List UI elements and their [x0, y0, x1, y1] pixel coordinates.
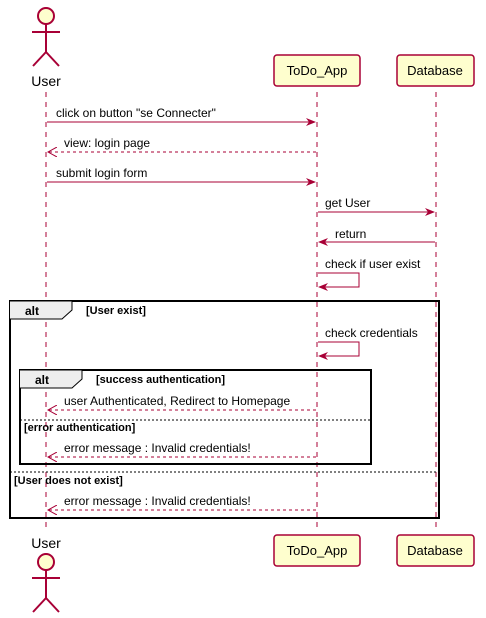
stick-figure-actor-icon	[32, 553, 60, 613]
fragment-inner-else-guard: [error authentication]	[24, 422, 136, 434]
message-label-authenticated: user Authenticated, Redirect to Homepage	[64, 394, 290, 408]
message-label-get-user: get User	[325, 196, 370, 210]
fragment-outer-else-guard: [User does not exist]	[14, 475, 123, 487]
message-label-view-login: view: login page	[64, 136, 150, 150]
message-label-check-user-exist: check if user exist	[325, 257, 421, 271]
participant-database-bottom: Database	[396, 534, 475, 567]
stick-figure-actor-icon	[32, 7, 60, 67]
message-label-check-credentials: check credentials	[325, 326, 418, 340]
message-label-invalid-credentials-1: error message : Invalid credentials!	[64, 441, 251, 455]
participant-database-top: Database	[396, 54, 475, 87]
fragment-inner-keyword: alt	[35, 373, 49, 387]
participant-database-label-top: Database	[407, 63, 463, 78]
actor-user-label-top: User	[31, 73, 61, 89]
actor-user-label-bottom: User	[31, 535, 61, 551]
fragment-outer-guard: [User exist]	[86, 305, 146, 317]
message-label-submit-form: submit login form	[56, 166, 147, 180]
message-label-invalid-credentials-2: error message : Invalid credentials!	[64, 494, 251, 508]
participant-todo-app-label-bottom: ToDo_App	[287, 543, 348, 558]
fragment-alt-inner: alt [success authentication] [error auth…	[19, 369, 372, 465]
actor-user-top: User	[31, 7, 61, 89]
fragment-inner-guard: [success authentication]	[96, 374, 225, 386]
participant-todo-app-top: ToDo_App	[273, 54, 361, 87]
participant-database-label-bottom: Database	[407, 543, 463, 558]
actor-user-bottom: User	[31, 535, 61, 613]
message-label-return: return	[335, 227, 366, 241]
message-arrow-check-user-exist	[318, 272, 360, 291]
fragment-outer-keyword: alt	[25, 304, 39, 318]
fragment-alt-outer: alt [User exist] [User does not exist]	[9, 300, 440, 519]
message-arrow-check-credentials	[318, 341, 360, 360]
participant-todo-app-label-top: ToDo_App	[287, 63, 348, 78]
message-label-click-button: click on button "se Connecter"	[56, 106, 216, 120]
participant-todo-app-bottom: ToDo_App	[273, 534, 361, 567]
